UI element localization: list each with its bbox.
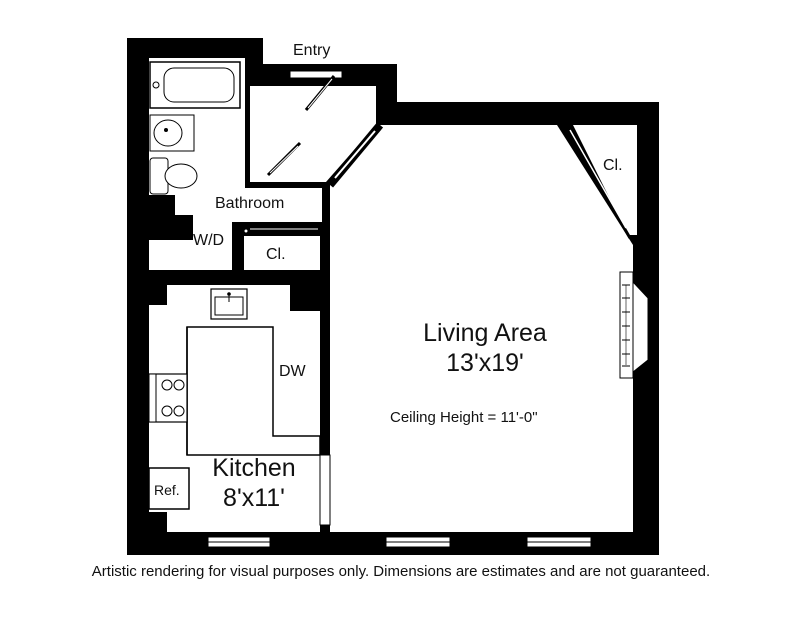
entry-label: Entry [293, 42, 331, 59]
living-area-floor [330, 125, 633, 532]
bath-closet-label: Cl. [266, 246, 286, 263]
washer-dryer-label: W/D [193, 232, 225, 249]
kitchen-sink-icon [210, 288, 248, 320]
window-icon [526, 536, 592, 548]
refrigerator-label: Ref. [154, 482, 180, 498]
sink-icon [149, 114, 195, 152]
ceiling-height-label: Ceiling Height = 11'-0" [390, 409, 538, 426]
window-icon [207, 536, 271, 548]
kitchen-wall-nub [290, 285, 320, 311]
kitchen-living-opening [319, 454, 331, 526]
bathtub-icon [149, 61, 241, 109]
kitchen-room-label: Kitchen 8'x11' [195, 453, 313, 513]
living-closet-label: Cl. [603, 157, 623, 174]
refrigerator-icon [148, 467, 190, 510]
entry-floor [250, 86, 376, 182]
bath-closet-floor [244, 236, 320, 270]
living-name: Living Area [423, 319, 547, 347]
kitchen-wall-nub [149, 285, 167, 305]
fireplace-icon [619, 271, 649, 379]
window-icon [385, 536, 451, 548]
bathroom-floor [149, 58, 322, 270]
stove-icon [148, 373, 188, 423]
living-closet-door [563, 125, 632, 239]
living-dims: 13'x19' [446, 349, 524, 377]
living-room-label: Living Area 13'x19' [395, 318, 575, 378]
kitchen-name: Kitchen [212, 454, 296, 482]
kitchen-dims: 8'x11' [223, 484, 285, 512]
living-closet-floor [573, 125, 637, 235]
disclaimer-caption: Artistic rendering for visual purposes o… [91, 563, 711, 580]
bathroom-label: Bathroom [215, 195, 285, 212]
entry-door-icon [266, 70, 343, 177]
toilet-icon [149, 157, 198, 195]
dishwasher-label: DW [279, 363, 306, 380]
